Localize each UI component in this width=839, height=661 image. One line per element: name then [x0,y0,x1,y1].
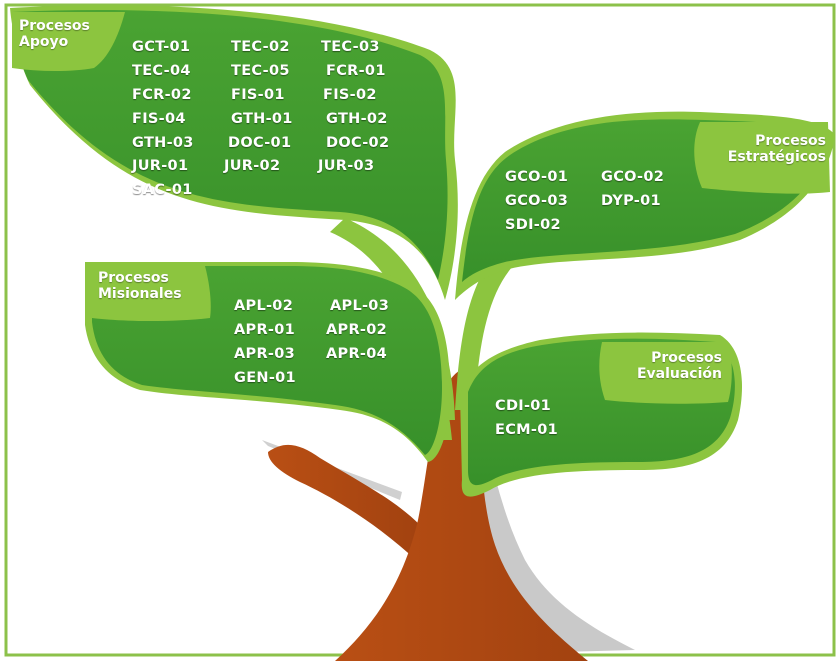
label-misionales: Procesos Misionales [98,270,182,302]
label-tab-apoyo [12,12,125,71]
code-item: DOC-01 [228,135,292,151]
tree-trunk [335,365,588,661]
label-tab-misionales [92,266,211,321]
label-apoyo-line2: Apoyo [19,34,69,50]
code-item: APR-02 [326,322,388,338]
code-item: APL-03 [330,298,390,314]
tree-branch [268,444,420,562]
code-item: ECM-01 [495,422,558,438]
label-tab-estrategicos [694,122,830,194]
label-evaluacion: Procesos Evaluación [600,350,722,382]
label-misionales-line2: Misionales [98,286,182,302]
code-item: FCR-02 [132,87,192,103]
label-misionales-line1: Procesos [98,270,169,286]
code-item: SAC-01 [132,182,193,198]
label-evaluacion-line1: Procesos [651,350,722,366]
label-apoyo-line1: Procesos [19,18,90,34]
code-item: TEC-03 [321,39,380,55]
code-item: JUR-01 [132,158,189,174]
code-item: GTH-03 [132,135,194,151]
code-item: GCO-02 [601,169,665,185]
code-item: GTH-01 [231,111,293,127]
label-estrategicos-line1: Procesos [755,133,826,149]
code-item: SDI-02 [505,217,561,233]
code-item: GEN-01 [234,370,296,386]
code-item: DOC-02 [326,135,390,151]
code-item: APR-01 [234,322,296,338]
code-item: APL-02 [234,298,294,314]
label-evaluacion-line2: Evaluación [636,366,722,382]
code-item: FCR-01 [326,63,386,79]
code-item: GCT-01 [132,39,191,55]
code-item: TEC-05 [231,63,290,79]
leaf-apoyo [12,10,448,281]
code-item: APR-04 [326,346,388,362]
code-item: FIS-04 [132,111,186,127]
code-item: TEC-04 [132,63,191,79]
label-estrategicos-line2: Estratégicos [727,149,826,165]
code-item: FIS-01 [231,87,285,103]
label-estrategicos: Procesos Estratégicos [706,133,826,165]
code-item: JUR-03 [318,158,375,174]
label-tab-evaluacion [599,342,732,404]
stem-estrategicos [455,238,530,410]
code-item: GTH-02 [326,111,388,127]
code-item: FIS-02 [323,87,377,103]
code-item: DYP-01 [601,193,661,209]
label-apoyo: Procesos Apoyo [19,18,90,50]
code-item: GCO-01 [505,169,569,185]
code-item: APR-03 [234,346,296,362]
code-item: TEC-02 [231,39,290,55]
code-item: JUR-02 [224,158,281,174]
code-item: GCO-03 [505,193,569,209]
code-item: CDI-01 [495,398,552,414]
